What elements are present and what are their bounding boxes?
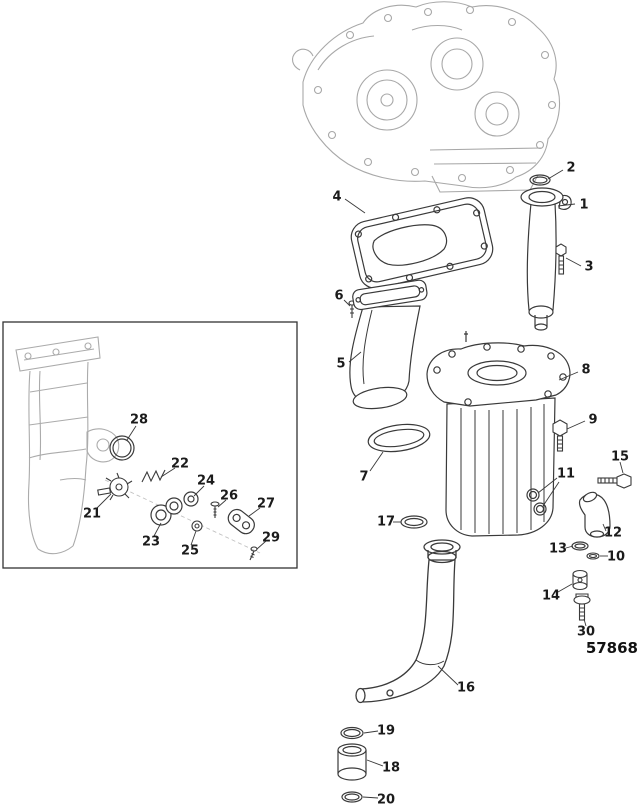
- callout-30: 30: [576, 624, 596, 640]
- callout-13: 13: [548, 541, 568, 557]
- callout-10: 10: [606, 549, 626, 565]
- callout-6: 6: [334, 288, 344, 304]
- callout-23: 23: [141, 534, 161, 550]
- callout-28: 28: [129, 412, 149, 428]
- callout-27: 27: [256, 496, 276, 512]
- leader-lines: [96, 169, 624, 799]
- o-ring-19: [340, 726, 364, 740]
- screw-30: [573, 593, 591, 621]
- gasket-4: [350, 197, 494, 289]
- callout-17: 17: [376, 514, 396, 530]
- driveshaft-housing-reference: [15, 336, 120, 555]
- callout-1: 1: [579, 197, 589, 213]
- callout-19: 19: [376, 723, 396, 739]
- o-ring-28: [109, 435, 135, 461]
- callout-8: 8: [581, 362, 591, 378]
- screw-26: [210, 501, 220, 518]
- callout-21: 21: [82, 506, 102, 522]
- o-rings-11: [526, 488, 547, 516]
- fitting-14: [572, 569, 588, 591]
- callout-4: 4: [332, 189, 342, 205]
- drawing-number: 57868: [585, 639, 638, 657]
- callout-7: 7: [359, 469, 369, 485]
- callout-9: 9: [588, 412, 598, 428]
- callout-3: 3: [584, 259, 594, 275]
- elbow-fitting-12: [578, 491, 611, 538]
- callout-11: 11: [556, 466, 576, 482]
- ring-10: [586, 552, 600, 560]
- water-pump-impeller-21: [97, 472, 133, 501]
- seal-carrier-23: [150, 497, 183, 526]
- callout-22: 22: [170, 456, 190, 472]
- powerhead-reference-drawing: [291, 1, 561, 193]
- exploded-axis-centerline: [104, 479, 261, 554]
- callout-25: 25: [180, 543, 200, 559]
- callout-26: 26: [219, 488, 239, 504]
- o-ring-17: [400, 515, 428, 529]
- spring-22: [141, 469, 166, 483]
- bolt-9: [552, 419, 568, 452]
- bolt-15: [597, 473, 632, 489]
- callout-2: 2: [566, 160, 576, 176]
- callout-15: 15: [610, 449, 630, 465]
- clamp-bracket-27: [227, 508, 255, 535]
- callout-5: 5: [336, 356, 346, 372]
- washer-25: [191, 520, 203, 532]
- sleeve-18: [337, 743, 367, 781]
- callout-20: 20: [376, 792, 396, 808]
- callout-18: 18: [381, 760, 401, 776]
- seal-ring-13: [571, 541, 589, 551]
- callout-14: 14: [541, 588, 561, 604]
- o-ring-2: [529, 174, 551, 186]
- bolt-3: [555, 243, 567, 275]
- callout-29: 29: [261, 530, 281, 546]
- callout-12: 12: [603, 525, 623, 541]
- exhaust-tube-16: [355, 539, 461, 704]
- callout-24: 24: [196, 473, 216, 489]
- callout-16: 16: [456, 680, 476, 696]
- exhaust-manifold-8: [426, 331, 571, 537]
- inset-box: [2, 321, 298, 569]
- exhaust-tube-5: [349, 279, 428, 410]
- exhaust-pipe-1: [520, 187, 572, 331]
- gasket-7: [367, 423, 431, 453]
- o-ring-20: [341, 791, 363, 803]
